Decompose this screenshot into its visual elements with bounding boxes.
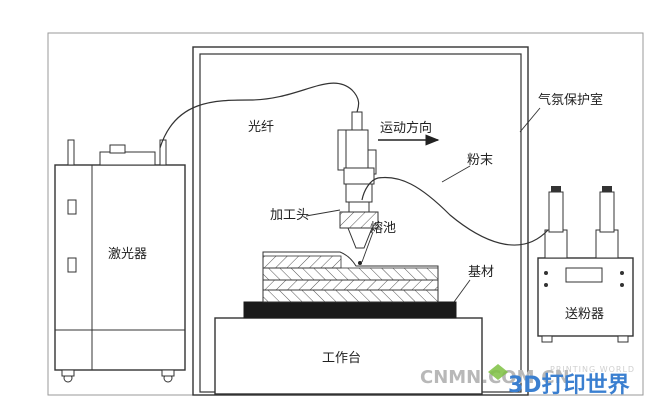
laser-unit bbox=[54, 139, 186, 383]
label-fiber: 光纤 bbox=[248, 120, 274, 135]
worktable bbox=[214, 317, 483, 395]
watermark: PRINTING WORLD CNMN.COM.CN 3D打印世界 bbox=[420, 364, 635, 398]
label-melt-pool: 熔池 bbox=[370, 221, 396, 236]
leader-lines bbox=[305, 107, 541, 303]
label-powder: 粉末 bbox=[467, 153, 493, 168]
label-laser: 激光器 bbox=[108, 247, 147, 262]
substrate-base bbox=[243, 301, 457, 319]
label-motion-direction: 运动方向 bbox=[380, 120, 432, 136]
label-powder-feeder: 送粉器 bbox=[565, 307, 604, 322]
watermark-brand-cn: 3D打印世界 bbox=[508, 373, 630, 398]
label-processing-head: 加工头 bbox=[270, 208, 309, 223]
powder-hose bbox=[361, 176, 549, 246]
watermark-logo-icon bbox=[488, 364, 508, 380]
melt-pool-dot bbox=[358, 261, 362, 265]
clad-layers bbox=[262, 251, 439, 303]
processing-head bbox=[337, 111, 379, 249]
label-substrate: 基材 bbox=[468, 265, 494, 280]
watermark-site: CNMN.COM.CN bbox=[420, 367, 570, 388]
label-worktable: 工作台 bbox=[322, 351, 361, 366]
fiber-cable bbox=[159, 82, 360, 149]
label-argon-chamber: 气氛保护室 bbox=[538, 92, 603, 108]
powder-feeder bbox=[537, 186, 634, 343]
watermark-brand-en: PRINTING WORLD bbox=[550, 365, 635, 374]
